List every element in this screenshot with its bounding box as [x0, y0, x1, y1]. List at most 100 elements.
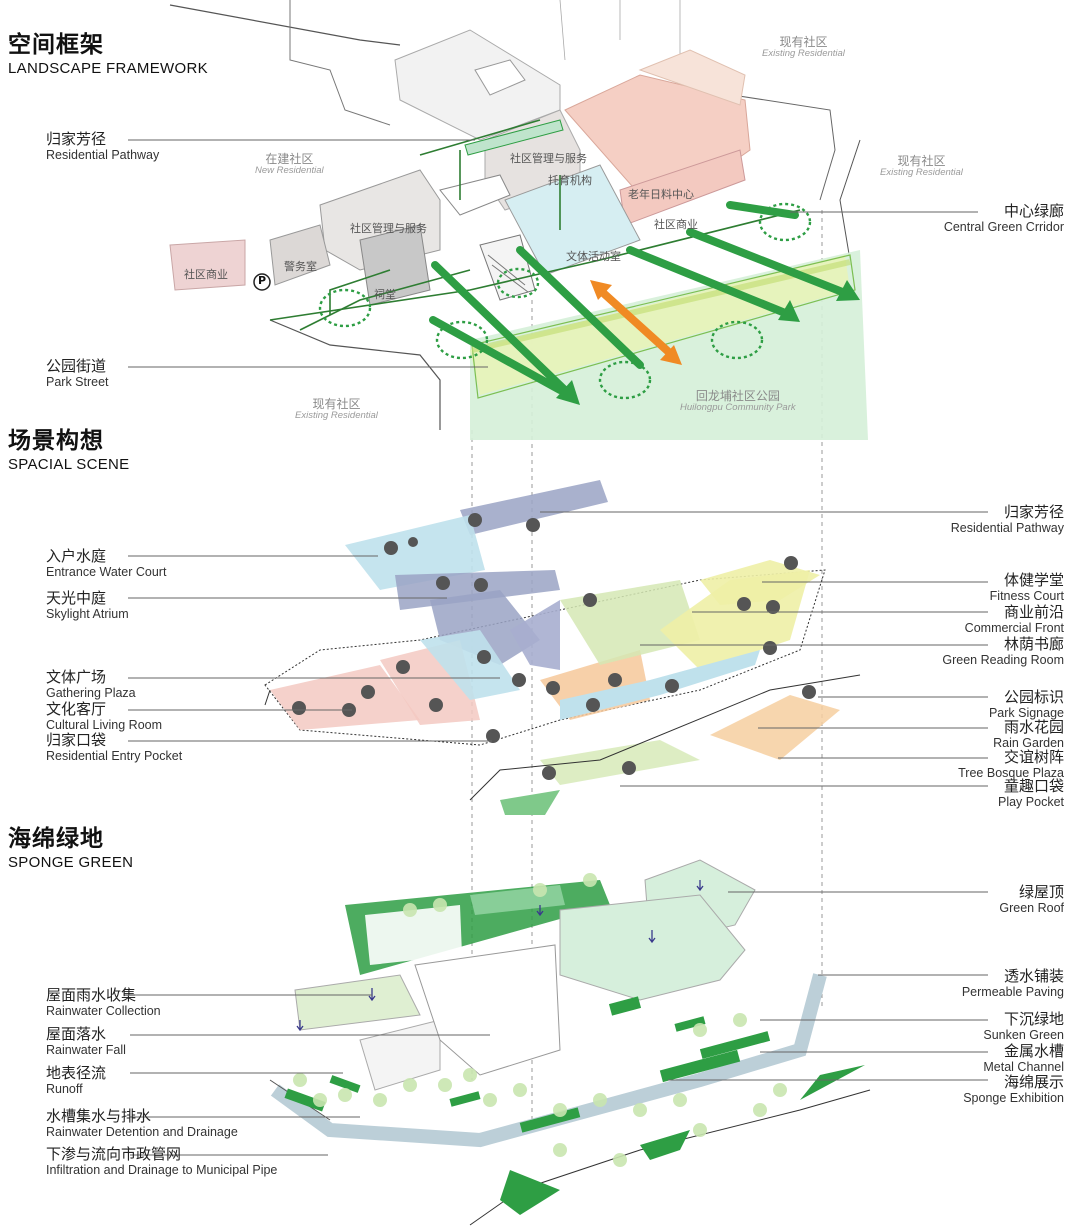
label-zh: 林荫书廊	[942, 637, 1064, 653]
map-label-en: Existing Residential	[762, 49, 845, 59]
label-zh: 屋面雨水收集	[46, 988, 161, 1004]
section-title-framework: 空间框架 LANDSCAPE FRAMEWORK	[8, 34, 208, 76]
map-label-en: Existing Residential	[295, 411, 378, 421]
label-zh: 中心绿廊	[944, 204, 1064, 220]
label-en: Residential Pathway	[951, 522, 1064, 535]
building-label-police: 警务室	[284, 258, 317, 274]
map-label-community-park: 回龙埔社区公园 Huilongpu Community Park	[680, 390, 796, 413]
label-residential-pathway: 归家芳径 Residential Pathway	[46, 132, 159, 162]
section-title-scene: 场景构想 SPACIAL SCENE	[8, 430, 129, 472]
label-en: Runoff	[46, 1083, 106, 1096]
label-en: Commercial Front	[965, 622, 1064, 635]
label-en: Green Reading Room	[942, 654, 1064, 667]
label-en: Residential Entry Pocket	[46, 750, 182, 763]
building-label-community-service: 社区管理与服务	[510, 150, 587, 166]
label-en: Fitness Court	[990, 590, 1064, 603]
label-zh: 归家口袋	[46, 733, 182, 749]
building-label-hall: 祠堂	[374, 286, 396, 302]
map-label-en: New Residential	[255, 166, 324, 176]
label-rain-garden: 雨水花园 Rain Garden	[993, 720, 1064, 750]
parking-icon: P	[258, 274, 266, 287]
label-runoff: 地表径流 Runoff	[46, 1066, 106, 1096]
map-label-zh: 回龙埔社区公园	[680, 390, 796, 403]
map-label-en: Huilongpu Community Park	[680, 403, 796, 413]
section-title-en: LANDSCAPE FRAMEWORK	[8, 61, 208, 76]
label-zh: 入户水庭	[46, 549, 166, 565]
label-commercial-front: 商业前沿 Commercial Front	[965, 605, 1064, 635]
label-zh: 归家芳径	[46, 132, 159, 148]
map-label-existing-residential: 现有社区 Existing Residential	[295, 398, 378, 421]
label-zh: 交谊树阵	[958, 750, 1064, 766]
label-en: Skylight Atrium	[46, 608, 129, 621]
label-en: Entrance Water Court	[46, 566, 166, 579]
label-residential-entry-pocket: 归家口袋 Residential Entry Pocket	[46, 733, 182, 763]
label-zh: 海绵展示	[963, 1075, 1064, 1091]
label-fitness-court: 体健学堂 Fitness Court	[990, 573, 1064, 603]
label-en: Rainwater Fall	[46, 1044, 126, 1057]
sponge-map	[270, 860, 870, 1225]
label-rainwater-collection: 屋面雨水收集 Rainwater Collection	[46, 988, 161, 1018]
label-en: Metal Channel	[983, 1061, 1064, 1074]
label-en: Residential Pathway	[46, 149, 159, 162]
label-play-pocket: 童趣口袋 Play Pocket	[998, 779, 1064, 809]
label-en: Permeable Paving	[962, 986, 1064, 999]
label-zh: 公园街道	[46, 359, 109, 375]
section-title-en: SPACIAL SCENE	[8, 457, 129, 472]
label-permeable-paving: 透水铺装 Permeable Paving	[962, 969, 1064, 999]
label-cultural-living-room: 文化客厅 Cultural Living Room	[46, 702, 162, 732]
section-title-sponge: 海绵绿地 SPONGE GREEN	[8, 828, 133, 870]
label-zh: 金属水槽	[983, 1044, 1064, 1060]
label-zh: 公园标识	[989, 690, 1064, 706]
label-green-roof: 绿屋顶 Green Roof	[999, 885, 1064, 915]
label-en: Central Green Crridor	[944, 221, 1064, 234]
label-zh: 天光中庭	[46, 591, 129, 607]
label-infiltration: 下渗与流向市政管网 Infiltration and Drainage to M…	[46, 1147, 277, 1177]
label-green-reading-room: 林荫书廊 Green Reading Room	[942, 637, 1064, 667]
building-label-commercial: 社区商业	[184, 266, 228, 282]
label-entrance-water-court: 入户水庭 Entrance Water Court	[46, 549, 166, 579]
section-title-zh: 场景构想	[8, 430, 129, 453]
label-zh: 文体广场	[46, 670, 136, 686]
label-skylight-atrium: 天光中庭 Skylight Atrium	[46, 591, 129, 621]
label-en: Play Pocket	[998, 796, 1064, 809]
label-zh: 下渗与流向市政管网	[46, 1147, 277, 1163]
label-zh: 商业前沿	[965, 605, 1064, 621]
section-title-en: SPONGE GREEN	[8, 855, 133, 870]
label-en: Cultural Living Room	[46, 719, 162, 732]
map-label-zh: 现有社区	[880, 155, 963, 168]
label-park-signage: 公园标识 Park Signage	[989, 690, 1064, 720]
label-metal-channel: 金属水槽 Metal Channel	[983, 1044, 1064, 1074]
label-en: Rainwater Detention and Drainage	[46, 1126, 238, 1139]
label-en: Sunken Green	[983, 1029, 1064, 1042]
building-label-elderly-center: 老年日料中心	[628, 186, 694, 202]
map-label-existing-residential: 现有社区 Existing Residential	[762, 36, 845, 59]
label-park-street: 公园街道 Park Street	[46, 359, 109, 389]
building-label-culture-room: 文体活动室	[566, 248, 621, 264]
building-label-commercial: 社区商业	[654, 216, 698, 232]
label-gathering-plaza: 文体广场 Gathering Plaza	[46, 670, 136, 700]
label-en: Green Roof	[999, 902, 1064, 915]
label-rainwater-detention: 水槽集水与排水 Rainwater Detention and Drainage	[46, 1109, 238, 1139]
map-label-en: Existing Residential	[880, 168, 963, 178]
label-zh: 地表径流	[46, 1066, 106, 1082]
label-zh: 绿屋顶	[999, 885, 1064, 901]
label-central-green-corridor: 中心绿廊 Central Green Crridor	[944, 204, 1064, 234]
framework-map	[170, 0, 868, 440]
label-zh: 雨水花园	[993, 720, 1064, 736]
label-zh: 文化客厅	[46, 702, 162, 718]
map-label-zh: 现有社区	[295, 398, 378, 411]
label-zh: 水槽集水与排水	[46, 1109, 238, 1125]
map-label-existing-residential: 现有社区 Existing Residential	[880, 155, 963, 178]
section-title-zh: 海绵绿地	[8, 828, 133, 851]
building-label-kindergarten: 托育机构	[548, 172, 592, 188]
label-sponge-exhibition: 海绵展示 Sponge Exhibition	[963, 1075, 1064, 1105]
map-label-new-residential: 在建社区 New Residential	[255, 153, 324, 176]
label-zh: 透水铺装	[962, 969, 1064, 985]
label-en: Gathering Plaza	[46, 687, 136, 700]
map-label-zh: 在建社区	[255, 153, 324, 166]
label-en: Rainwater Collection	[46, 1005, 161, 1018]
label-en: Sponge Exhibition	[963, 1092, 1064, 1105]
label-tree-bosque-plaza: 交谊树阵 Tree Bosque Plaza	[958, 750, 1064, 780]
label-zh: 归家芳径	[951, 505, 1064, 521]
